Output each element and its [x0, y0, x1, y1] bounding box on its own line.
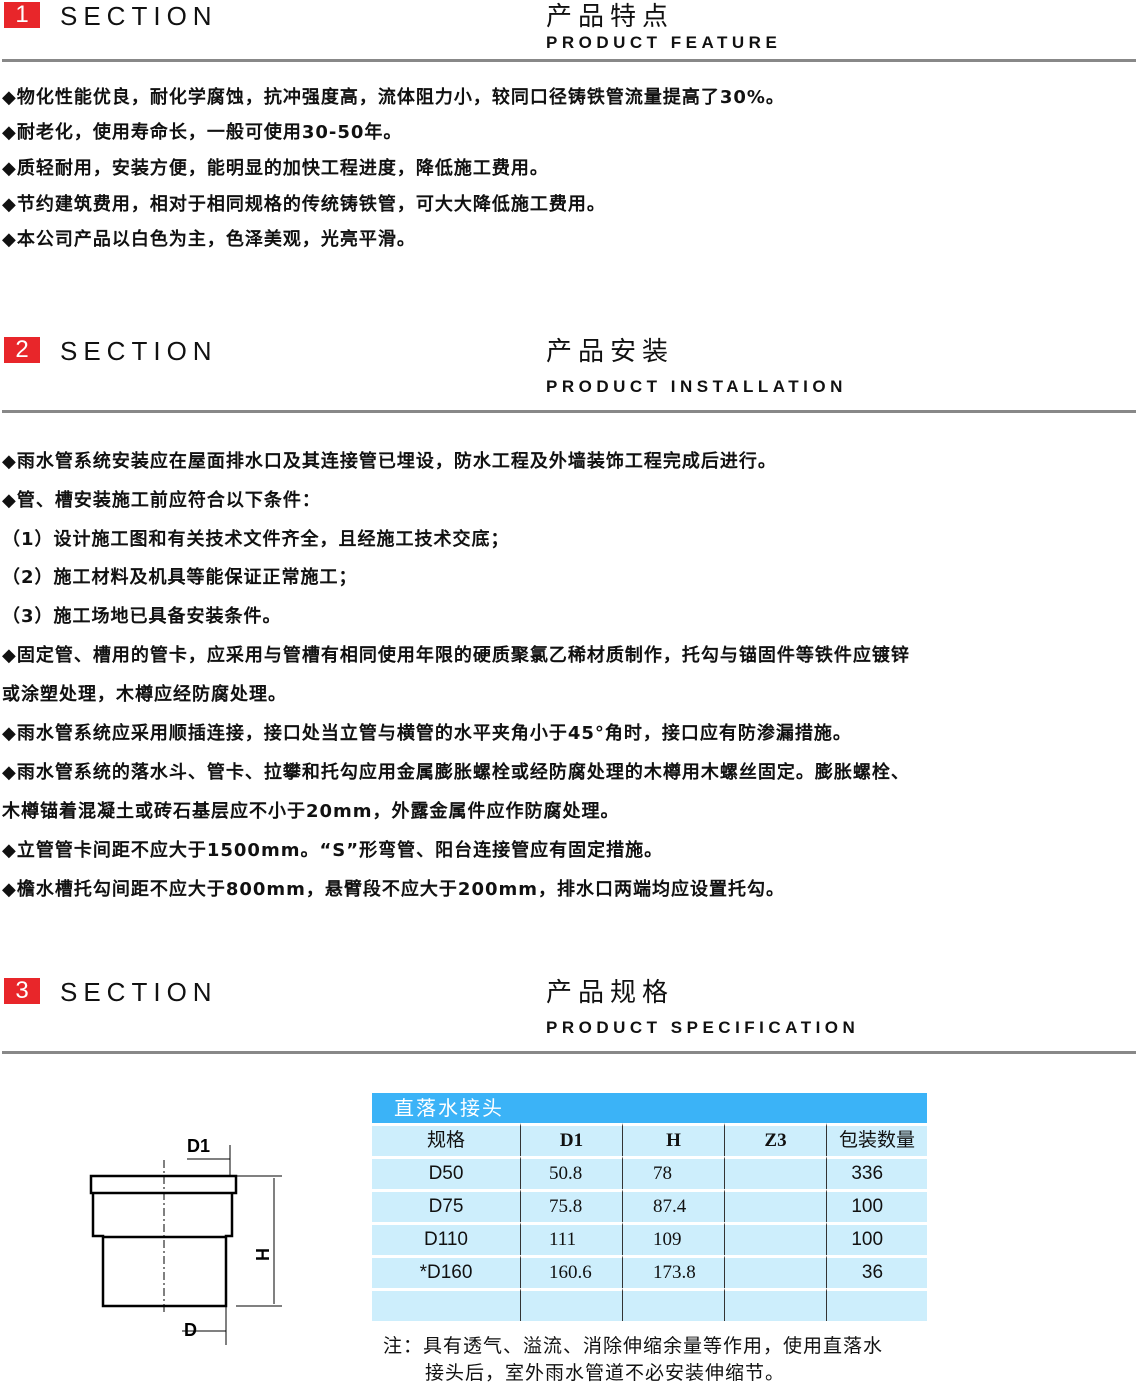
table-cell — [724, 1288, 826, 1321]
table-cell: D110 — [372, 1222, 520, 1255]
table-cell — [826, 1288, 928, 1321]
d-label: D — [184, 1320, 197, 1340]
table-cell — [724, 1156, 826, 1189]
table-cell: 160.6 — [520, 1255, 622, 1288]
text-line: ◆檐水槽托勾间距不应大于800mm，悬臂段不应大于200mm，排水口两端均应设置… — [2, 879, 786, 900]
divider — [2, 410, 1136, 413]
text-line: 或涂塑处理，木樽应经防腐处理。 — [2, 684, 287, 705]
section-label: SECTION — [60, 1, 218, 31]
text-line: （2）施工材料及机具等能保证正常施工； — [2, 567, 358, 588]
section-title-cn: 产品安装 — [546, 337, 675, 367]
section-number: 2 — [4, 337, 40, 363]
table-cell — [724, 1189, 826, 1222]
divider — [2, 1051, 1136, 1054]
text-line: 木樽锚着混凝土或砖石基层应不小于20mm，外露金属件应作防腐处理。 — [2, 801, 620, 822]
section-1-header: 1 SECTION 产品特点 PRODUCT FEATURE — [0, 2, 1136, 72]
fitting-diagram: D1 D H — [89, 1136, 282, 1345]
text-line: （1）设计施工图和有关技术文件齐全，且经施工技术交底； — [2, 529, 510, 550]
section-title-cn: 产品规格 — [546, 978, 675, 1008]
text-line: （3）施工场地已具备安装条件。 — [2, 606, 282, 627]
divider — [2, 59, 1136, 62]
column-header: 包装数量 — [826, 1123, 928, 1156]
table-cell — [520, 1288, 622, 1321]
note-line: 接头后，室外雨水管道不必安装伸缩节。 — [425, 1362, 786, 1384]
table-cell: 111 — [520, 1222, 622, 1255]
text-line: ◆雨水管系统的落水斗、管卡、拉攀和托勾应用金属膨胀螺栓或经防腐处理的木樽用木螺丝… — [2, 762, 910, 783]
text-line: ◆固定管、槽用的管卡，应采用与管槽有相同使用年限的硬质聚氯乙稀材质制作，托勾与锚… — [2, 645, 910, 666]
table-cell: 87.4 — [622, 1189, 724, 1222]
table-cell — [622, 1288, 724, 1321]
table-cell: 36 — [826, 1255, 928, 1288]
text-line: ◆耐老化，使用寿命长，一般可使用30-50年。 — [2, 122, 403, 143]
text-line: ◆雨水管系统安装应在屋面排水口及其连接管已埋设，防水工程及外墙装饰工程完成后进行… — [2, 451, 777, 472]
text-line: ◆质轻耐用，安装方便，能明显的加快工程进度，降低施工费用。 — [2, 158, 549, 179]
table-cell: 100 — [826, 1189, 928, 1222]
table-cell: 109 — [622, 1222, 724, 1255]
table-cell — [372, 1288, 520, 1321]
section-title-en: PRODUCT SPECIFICATION — [546, 1018, 860, 1037]
table-cell: 100 — [826, 1222, 928, 1255]
section-2-header: 2 SECTION 产品安装 PRODUCT INSTALLATION — [0, 337, 1136, 407]
section-label: SECTION — [60, 977, 218, 1007]
table-cell: D75 — [372, 1189, 520, 1222]
table-cell: 78 — [622, 1156, 724, 1189]
text-line: ◆雨水管系统应采用顺插连接，接口处当立管与横管的水平夹角小于45°角时，接口应有… — [2, 723, 852, 744]
table-cell: D50 — [372, 1156, 520, 1189]
text-line: ◆本公司产品以白色为主，色泽美观，光亮平滑。 — [2, 229, 416, 250]
table-cell — [724, 1222, 826, 1255]
text-line: ◆物化性能优良，耐化学腐蚀，抗冲强度高，流体阻力小，较同口径铸铁管流量提高了30… — [2, 87, 785, 108]
table-cell: 75.8 — [520, 1189, 622, 1222]
section-3-header: 3 SECTION 产品规格 PRODUCT SPECIFICATION — [0, 978, 1136, 1048]
column-header: H — [622, 1123, 724, 1156]
table-cell — [724, 1255, 826, 1288]
table-row — [372, 1288, 928, 1321]
note: 注：具有透气、溢流、消除伸缩余量等作用，使用直落水 接头后，室外雨水管道不必安装… — [383, 1333, 883, 1387]
column-header: Z3 — [724, 1123, 826, 1156]
section-title-en: PRODUCT INSTALLATION — [546, 377, 847, 396]
h-label: H — [252, 1248, 272, 1261]
text-line: ◆节约建筑费用，相对于相同规格的传统铸铁管，可大大降低施工费用。 — [2, 194, 606, 215]
table-cell: *D160 — [372, 1255, 520, 1288]
d1-label: D1 — [187, 1136, 210, 1156]
column-header: D1 — [520, 1123, 622, 1156]
text-line: ◆立管管卡间距不应大于1500mm。“S”形弯管、阳台连接管应有固定措施。 — [2, 840, 664, 861]
section-label: SECTION — [60, 336, 218, 366]
section-number: 1 — [4, 2, 40, 28]
table-cell: 50.8 — [520, 1156, 622, 1189]
column-header: 规格 — [372, 1123, 520, 1156]
table-title: 直落水接头 — [372, 1093, 928, 1123]
note-line: 注：具有透气、溢流、消除伸缩余量等作用，使用直落水 — [383, 1335, 884, 1357]
table-cell: 173.8 — [622, 1255, 724, 1288]
section-title-cn: 产品特点 — [546, 2, 675, 32]
section-number: 3 — [4, 978, 40, 1004]
text-line: ◆管、槽安装施工前应符合以下条件： — [2, 490, 321, 511]
section-title-en: PRODUCT FEATURE — [546, 33, 782, 52]
table-cell: 336 — [826, 1156, 928, 1189]
